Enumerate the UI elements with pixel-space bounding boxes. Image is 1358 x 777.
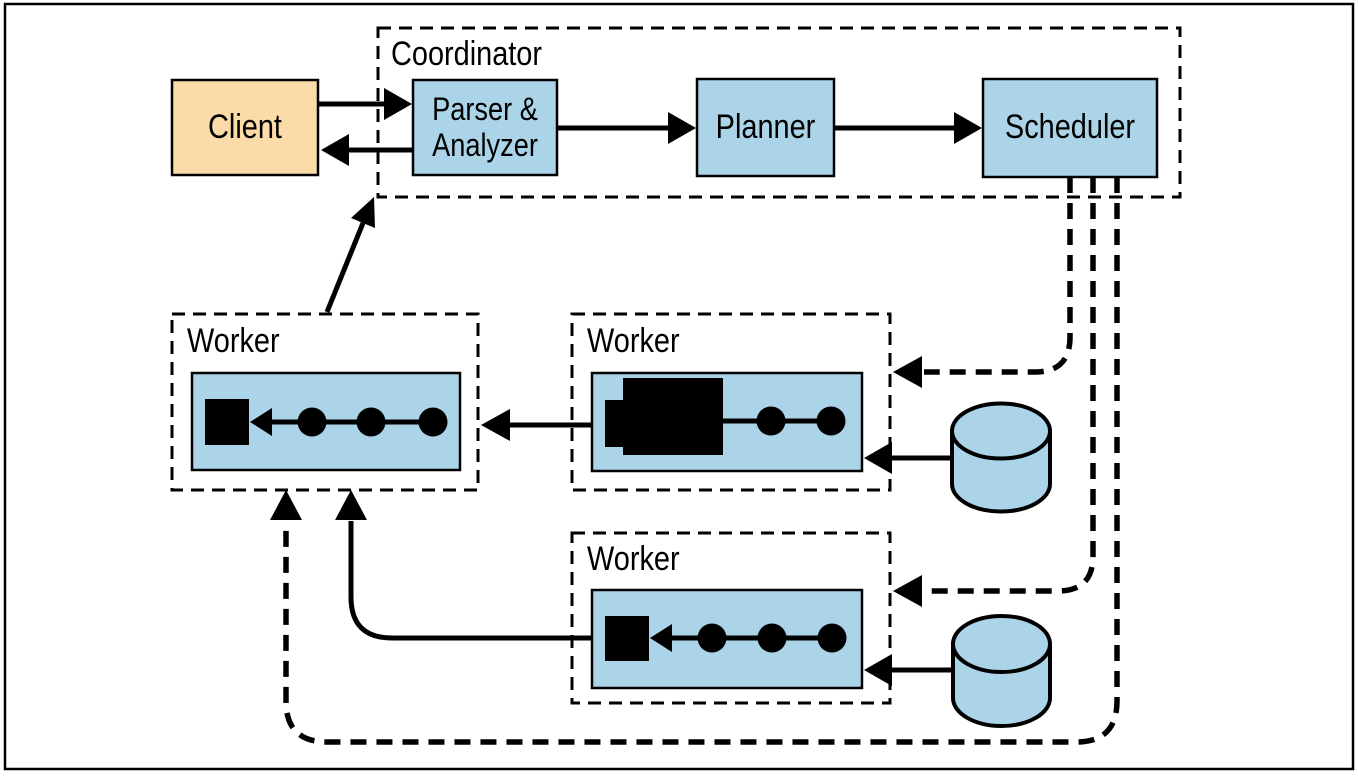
worker1-label: Worker xyxy=(187,322,280,360)
planner-box xyxy=(695,77,836,178)
arrowhead-icon xyxy=(668,112,696,144)
worker2-pipeline xyxy=(605,378,846,455)
worker1-dashed-box xyxy=(170,312,480,492)
arrowhead-icon xyxy=(864,654,892,686)
worker2-dashed-box xyxy=(570,312,892,492)
db2-top xyxy=(951,614,1052,674)
arrow-client-to-parser xyxy=(318,88,412,120)
coordinator-dashed-box xyxy=(376,26,1182,199)
arrow-db1-to-worker2 xyxy=(864,442,952,474)
operator-circle-icon xyxy=(297,407,327,437)
arrowhead-icon xyxy=(893,356,922,388)
sink-square-icon xyxy=(605,616,649,661)
client-box xyxy=(170,78,320,177)
arrow-planner-to-scheduler xyxy=(834,112,982,144)
arrowhead-icon xyxy=(351,197,375,228)
operator-circle-icon xyxy=(816,406,846,436)
arrowhead-icon xyxy=(481,409,510,441)
parser-analyzer-label: Parser & Analyzer xyxy=(432,91,538,163)
parser-analyzer-box xyxy=(411,78,559,177)
arrowhead-icon xyxy=(954,112,982,144)
arrowhead-icon xyxy=(864,442,892,474)
worker1-pipeline xyxy=(205,399,448,445)
client-label: Client xyxy=(208,107,282,146)
sink-square-icon xyxy=(205,399,249,445)
operator-circle-icon xyxy=(356,407,386,437)
arrowhead-icon xyxy=(893,575,922,607)
arrow-worker1-to-coordinator xyxy=(324,197,375,313)
arrow-db2-to-worker3 xyxy=(864,654,953,686)
db1-top xyxy=(950,401,1052,461)
arrowhead-icon xyxy=(335,490,367,520)
arrow-parser-to-planner xyxy=(558,112,696,144)
planner-label: Planner xyxy=(715,107,816,146)
arrowhead-icon xyxy=(384,88,412,120)
arrowhead-icon xyxy=(270,490,302,520)
dashed-arrow-scheduler-to-worker1 xyxy=(270,177,1120,745)
worker3-dashed-box xyxy=(570,531,892,705)
arrowhead-icon xyxy=(321,134,349,166)
expanded-operator-block-icon xyxy=(605,378,723,455)
arrow-parser-to-client xyxy=(321,134,413,166)
worker3-pipeline xyxy=(605,616,847,661)
operator-circle-icon xyxy=(418,407,448,437)
arrow-worker2-to-worker1 xyxy=(481,409,592,441)
dashed-arrow-scheduler-to-worker2 xyxy=(893,177,1073,388)
operator-circle-icon xyxy=(757,623,787,653)
database-cylinder-icon xyxy=(951,614,1052,728)
operator-circle-icon xyxy=(697,623,727,653)
operator-circle-icon xyxy=(817,623,847,653)
arrow-worker3-to-worker1 xyxy=(335,490,592,641)
worker2-label: Worker xyxy=(587,322,680,360)
operator-circle-icon xyxy=(756,406,786,436)
scheduler-box xyxy=(981,77,1159,179)
dashed-arrow-scheduler-to-worker3 xyxy=(893,177,1096,607)
scheduler-label: Scheduler xyxy=(1004,108,1136,147)
worker3-label: Worker xyxy=(587,540,680,578)
pipeline-arrowhead-icon xyxy=(650,624,672,652)
pipeline-arrowhead-icon xyxy=(250,408,272,436)
coordinator-label: Coordinator xyxy=(391,35,543,73)
database-cylinder-icon xyxy=(950,401,1052,514)
